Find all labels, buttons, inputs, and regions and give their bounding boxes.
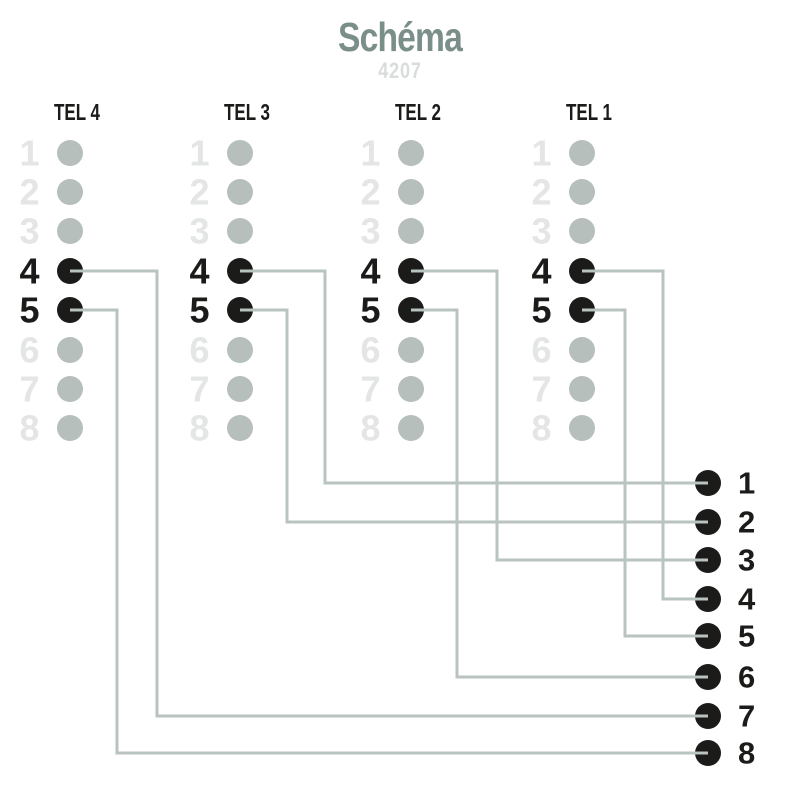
pin-dot (227, 140, 253, 166)
pin-dot (398, 376, 424, 402)
pin-dot (569, 179, 595, 205)
pin-dot (57, 179, 83, 205)
pin-dot (398, 337, 424, 363)
connector-header: TEL 4 (54, 99, 100, 125)
pin-dot (227, 218, 253, 244)
output-pin-label: 5 (738, 619, 755, 654)
pin-label: 8 (19, 408, 38, 449)
pin-label: 4 (360, 251, 380, 292)
pin-label: 1 (19, 133, 39, 174)
pin-dot (227, 376, 253, 402)
pin-label: 6 (19, 330, 38, 371)
wire-tel4-pin4-to-7 (70, 269, 708, 718)
output-pin-label: 8 (738, 736, 755, 771)
pin-label: 1 (360, 133, 380, 174)
wire-tel3-pin5-to-2 (240, 308, 708, 524)
pin-dot (57, 337, 83, 363)
pin-label: 6 (531, 330, 550, 371)
pin-dot (227, 415, 253, 441)
pin-label: 3 (531, 211, 550, 252)
pin-label: 4 (531, 251, 551, 292)
pin-label: 5 (19, 290, 39, 331)
wire-tel3-pin4-to-1 (240, 269, 708, 485)
output-pin-label: 4 (738, 582, 756, 617)
pin-label: 4 (19, 251, 39, 292)
pin-label: 8 (531, 408, 550, 449)
pin-label: 2 (19, 172, 38, 213)
pin-label: 7 (19, 369, 38, 410)
pin-label: 7 (360, 369, 379, 410)
pin-dot (569, 415, 595, 441)
pin-label: 5 (531, 290, 551, 331)
pin-label: 1 (189, 133, 209, 174)
page-title: Schéma (337, 14, 463, 60)
connector-header: TEL 1 (566, 99, 612, 125)
title-block: Schéma 4207 (72, 17, 728, 82)
pin-dot (398, 218, 424, 244)
pin-label: 5 (189, 290, 209, 331)
pin-label: 1 (531, 133, 551, 174)
pin-dot (57, 376, 83, 402)
pin-label: 2 (531, 172, 550, 213)
pin-dot (569, 140, 595, 166)
pin-label: 8 (189, 408, 208, 449)
pin-label: 7 (189, 369, 208, 410)
pin-dot (569, 337, 595, 363)
pin-dot (569, 376, 595, 402)
pin-label: 3 (19, 211, 38, 252)
wire-tel1-pin5-to-5 (582, 308, 708, 638)
wire-tel1-pin4-to-4 (582, 269, 708, 601)
output-pin-label: 3 (738, 543, 755, 578)
pin-label: 7 (531, 369, 550, 410)
pin-dot (57, 415, 83, 441)
pin-label: 4 (189, 251, 209, 292)
output-pin-label: 7 (738, 699, 755, 734)
output-pin-label: 2 (738, 505, 755, 540)
pin-label: 3 (189, 211, 208, 252)
pin-label: 2 (189, 172, 208, 213)
page-subtitle: 4207 (378, 58, 422, 83)
pin-dot (398, 179, 424, 205)
pin-label: 8 (360, 408, 379, 449)
pin-dot (398, 415, 424, 441)
pin-label: 2 (360, 172, 379, 213)
output-pin-label: 6 (738, 660, 755, 695)
output-pin-label: 1 (738, 466, 755, 501)
wire-tel2-pin4-to-3 (411, 269, 708, 562)
pin-label: 6 (360, 330, 379, 371)
connector-header: TEL 3 (224, 99, 270, 125)
pin-label: 5 (360, 290, 380, 331)
pin-dot (569, 218, 595, 244)
pin-dot (227, 179, 253, 205)
pin-dot (398, 140, 424, 166)
connector-header: TEL 2 (395, 99, 441, 125)
pin-dot (227, 337, 253, 363)
pin-dot (57, 218, 83, 244)
pin-label: 6 (189, 330, 208, 371)
pin-label: 3 (360, 211, 379, 252)
pin-dot (57, 140, 83, 166)
wire-tel4-pin5-to-8 (70, 308, 708, 755)
wire-tel2-pin5-to-6 (411, 308, 708, 679)
